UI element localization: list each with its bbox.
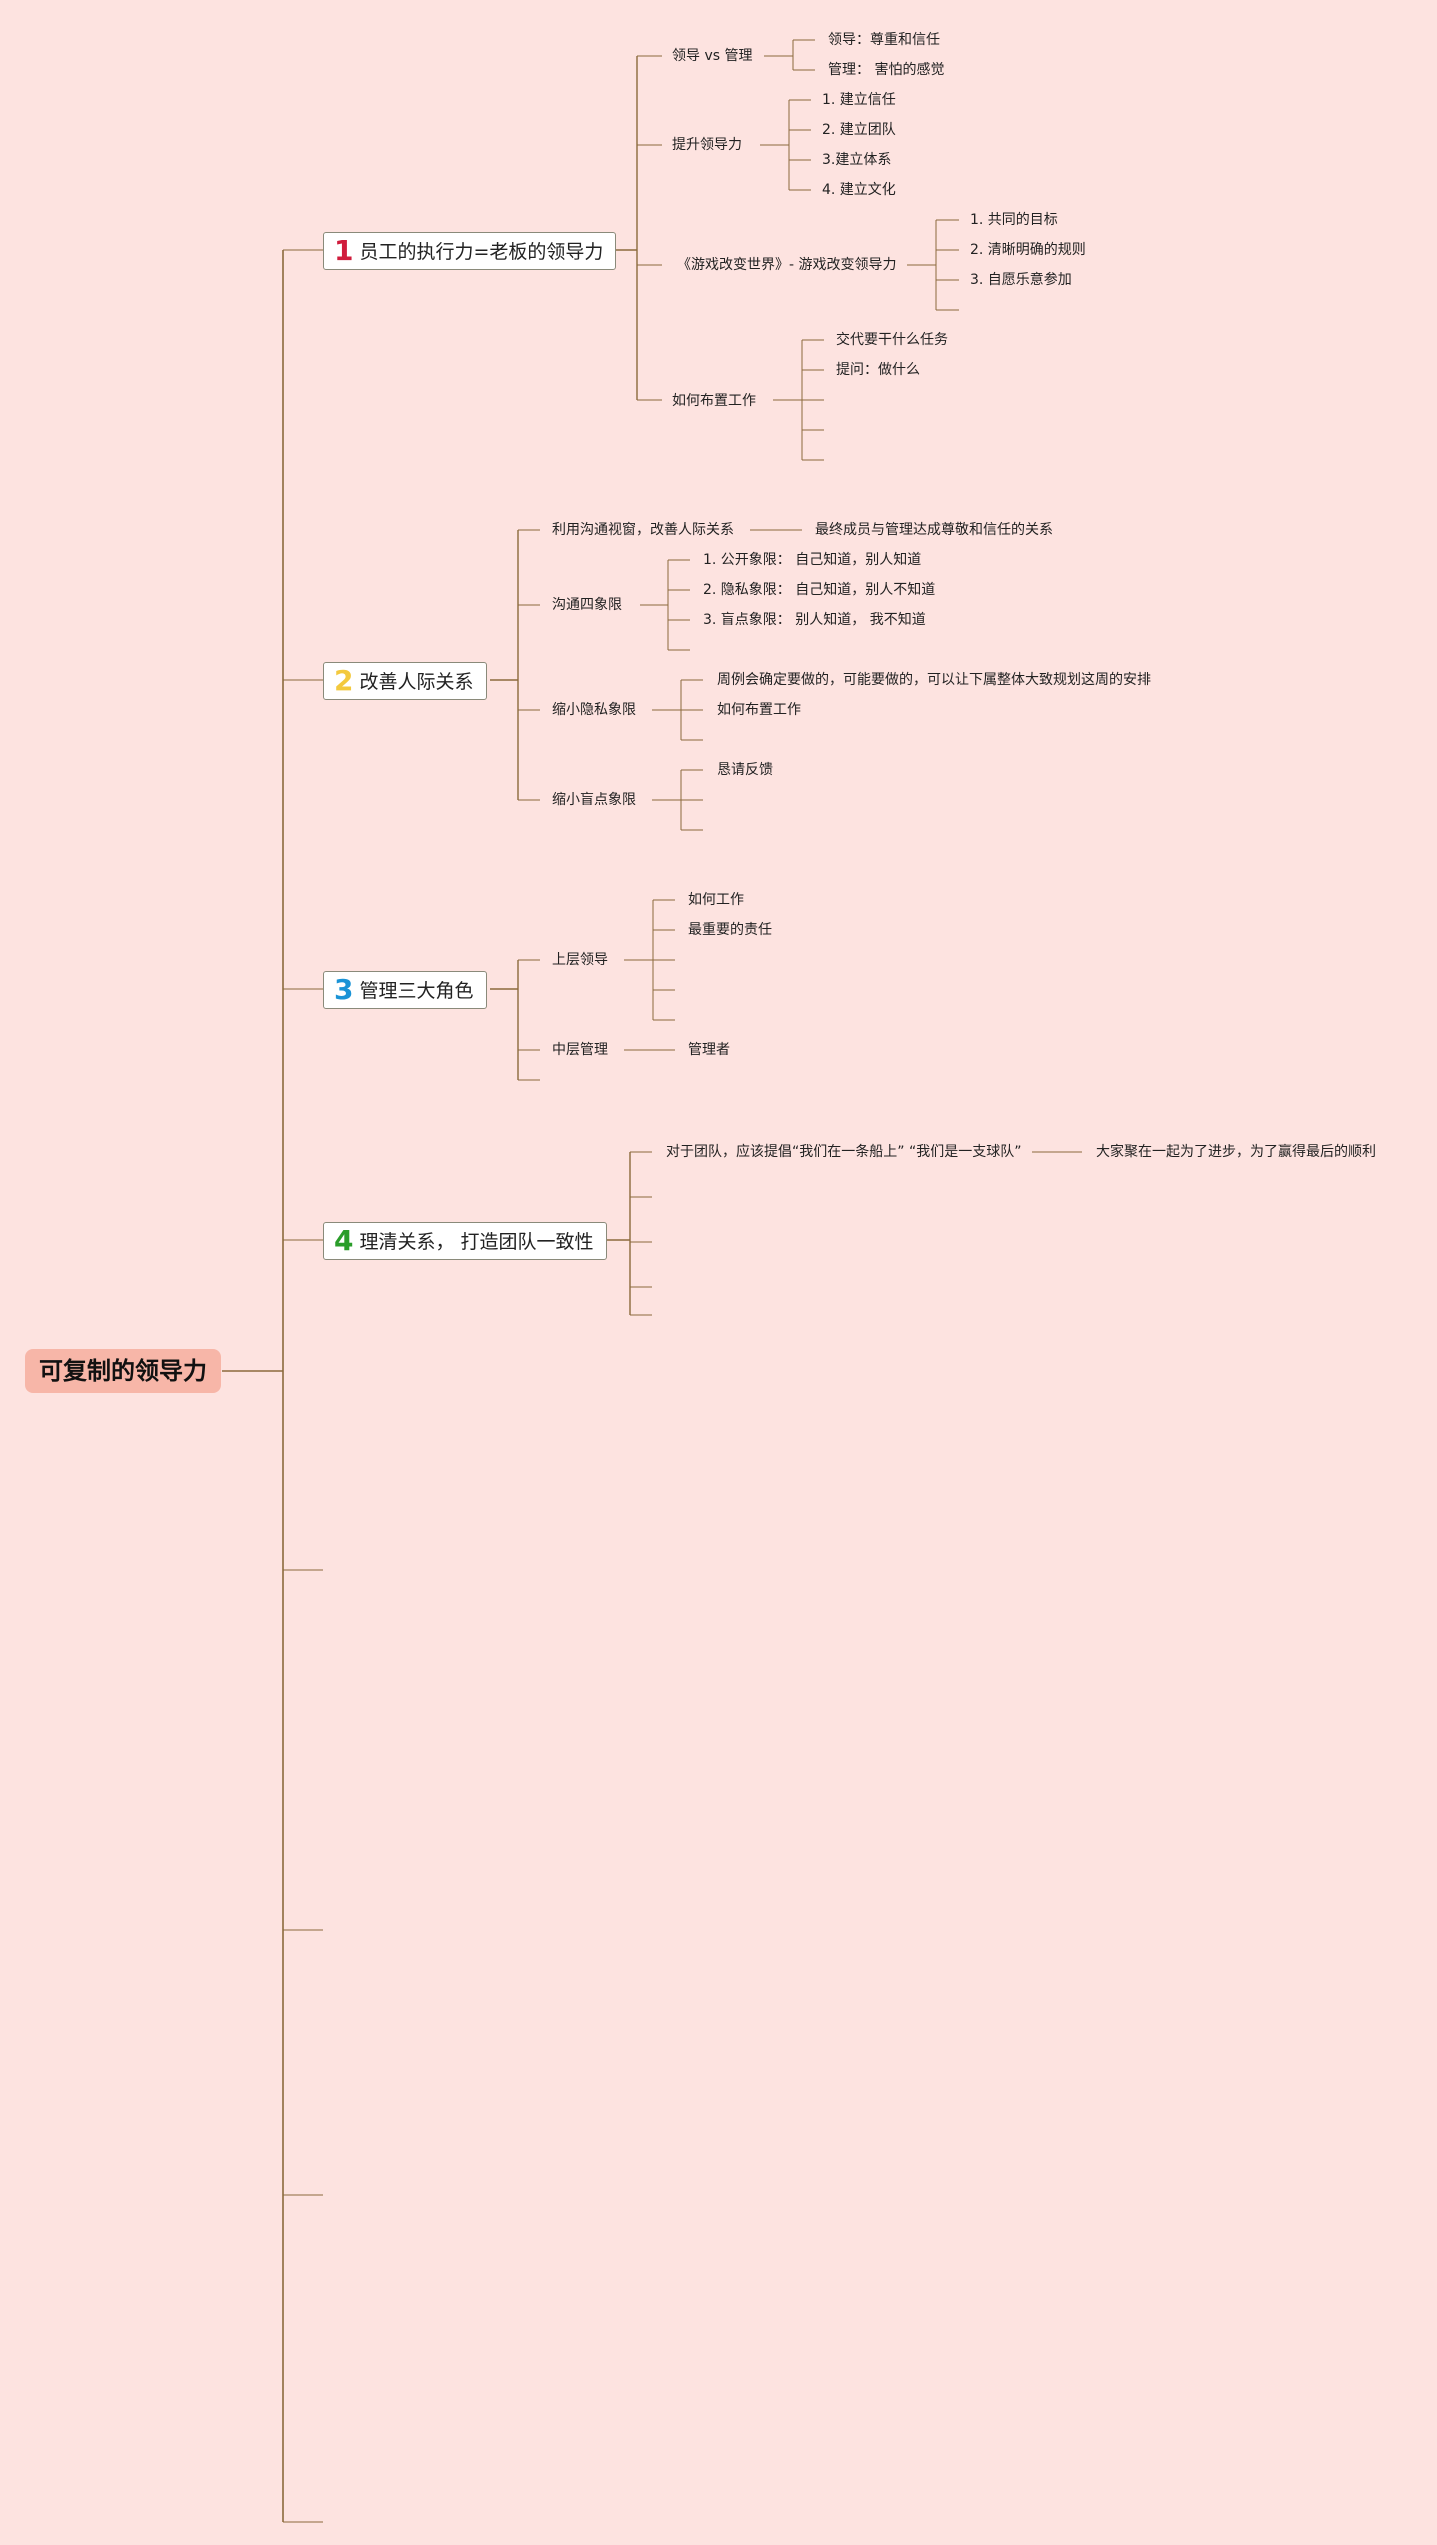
b3-top-leader[interactable]: 上层领导 bbox=[552, 952, 608, 968]
branch-4-label: 理清关系， 打造团队一致性 bbox=[359, 1231, 594, 1253]
branch-1-label: 员工的执行力=老板的领导力 bbox=[359, 241, 604, 263]
b1-ask-what-to-do[interactable]: 提问：做什么 bbox=[836, 362, 920, 378]
root-node[interactable]: 可复制的领导力 bbox=[25, 1349, 221, 1393]
b2-weekly-meeting[interactable]: 周例会确定要做的，可能要做的，可以让下属整体大致规划这周的安排 bbox=[717, 672, 1151, 688]
b2-blind-quadrant[interactable]: 3. 盲点象限： 别人知道， 我不知道 bbox=[703, 612, 926, 628]
b1-leadership-respect-trust[interactable]: 领导：尊重和信任 bbox=[828, 32, 940, 48]
b4-progress-together[interactable]: 大家聚在一起为了进步，为了赢得最后的顺利 bbox=[1096, 1144, 1376, 1160]
b3-middle-management[interactable]: 中层管理 bbox=[552, 1042, 608, 1058]
b3-manager[interactable]: 管理者 bbox=[688, 1042, 730, 1058]
branch-1-number: 1 bbox=[334, 234, 354, 267]
b2-trust-relationship[interactable]: 最终成员与管理达成尊敬和信任的关系 bbox=[815, 522, 1053, 538]
b1-common-goal[interactable]: 1. 共同的目标 bbox=[970, 212, 1058, 228]
b1-explain-task[interactable]: 交代要干什么任务 bbox=[836, 332, 948, 348]
b1-clear-rules[interactable]: 2. 清晰明确的规则 bbox=[970, 242, 1086, 258]
b1-build-culture[interactable]: 4. 建立文化 bbox=[822, 182, 896, 198]
b1-build-team[interactable]: 2. 建立团队 bbox=[822, 122, 896, 138]
b3-how-to-work[interactable]: 如何工作 bbox=[688, 892, 744, 908]
branch-2-label: 改善人际关系 bbox=[359, 671, 474, 693]
b2-four-quadrants[interactable]: 沟通四象限 bbox=[552, 597, 622, 613]
branch-2-number: 2 bbox=[334, 664, 354, 697]
b1-voluntary-participation[interactable]: 3. 自愿乐意参加 bbox=[970, 272, 1072, 288]
b2-communication-window[interactable]: 利用沟通视窗，改善人际关系 bbox=[552, 522, 734, 538]
b1-management-fear[interactable]: 管理： 害怕的感觉 bbox=[828, 62, 945, 78]
b3-key-responsibility[interactable]: 最重要的责任 bbox=[688, 922, 772, 938]
b2-how-to-assign-work[interactable]: 如何布置工作 bbox=[717, 702, 801, 718]
branch-4-number: 4 bbox=[334, 1224, 354, 1257]
b1-leadership-vs-management[interactable]: 领导 vs 管理 bbox=[672, 48, 753, 64]
b1-build-system[interactable]: 3.建立体系 bbox=[822, 152, 892, 168]
b1-improve-leadership[interactable]: 提升领导力 bbox=[672, 137, 742, 153]
branch-3-label: 管理三大角色 bbox=[359, 980, 474, 1002]
b4-same-boat[interactable]: 对于团队，应该提倡“我们在一条船上” “我们是一支球队” bbox=[666, 1144, 1022, 1160]
b1-how-to-assign-work[interactable]: 如何布置工作 bbox=[672, 393, 756, 409]
b2-private-quadrant[interactable]: 2. 隐私象限： 自己知道，别人不知道 bbox=[703, 582, 936, 598]
b2-shrink-blind[interactable]: 缩小盲点象限 bbox=[552, 792, 636, 808]
b2-open-quadrant[interactable]: 1. 公开象限： 自己知道，别人知道 bbox=[703, 552, 922, 568]
branch-3-number: 3 bbox=[334, 973, 354, 1006]
b1-game-changes-world[interactable]: 《游戏改变世界》- 游戏改变领导力 bbox=[677, 257, 897, 273]
b2-ask-feedback[interactable]: 恳请反馈 bbox=[717, 762, 773, 778]
b1-build-trust[interactable]: 1. 建立信任 bbox=[822, 92, 896, 108]
b2-shrink-private[interactable]: 缩小隐私象限 bbox=[552, 702, 636, 718]
